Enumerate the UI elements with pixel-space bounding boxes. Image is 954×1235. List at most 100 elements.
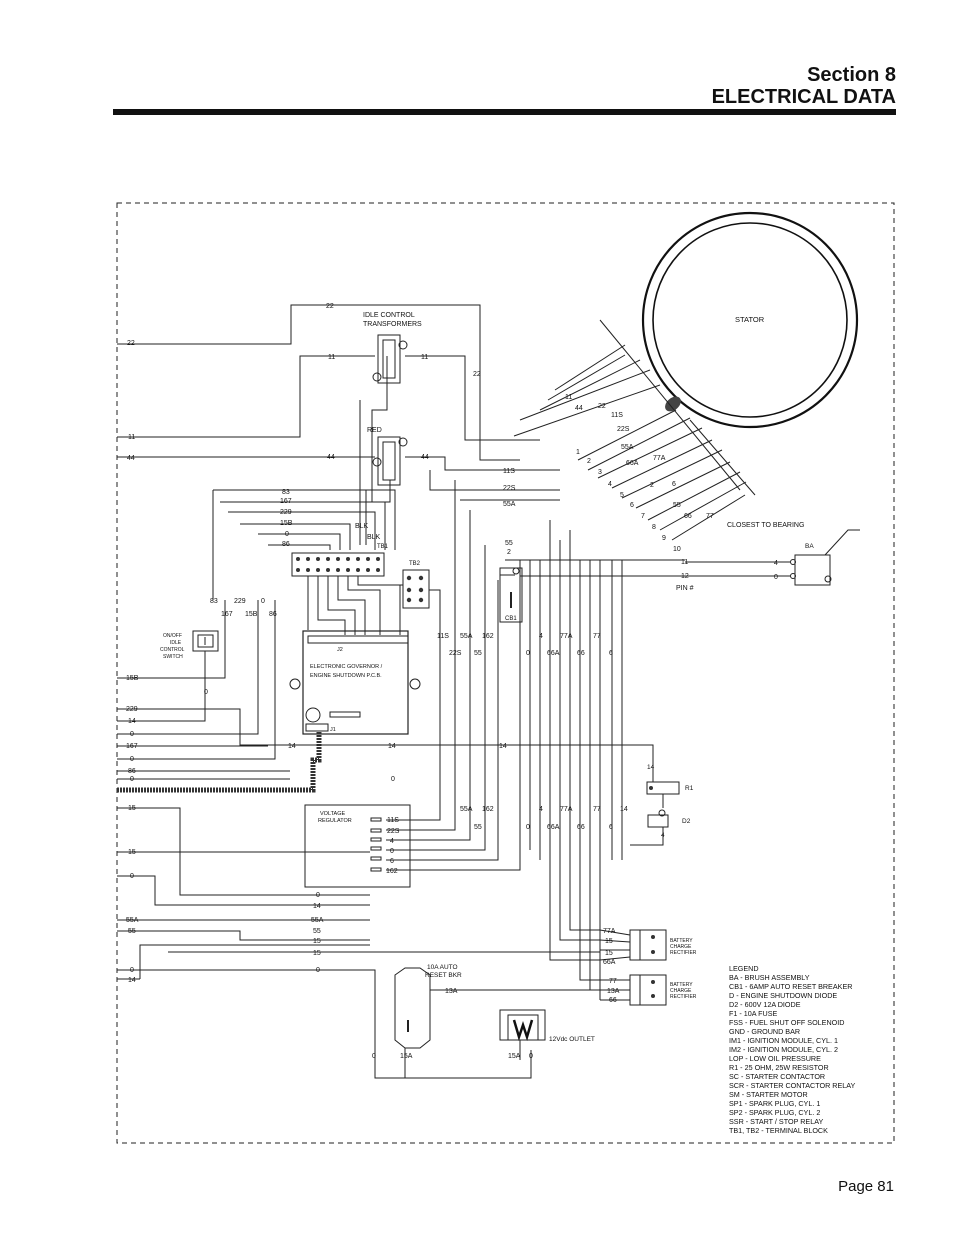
svg-text:IM2 - IGNITION MODULE, CYL. 2: IM2 - IGNITION MODULE, CYL. 2 <box>729 1045 838 1054</box>
svg-text:9: 9 <box>662 535 666 542</box>
svg-text:F1 - 10A FUSE: F1 - 10A FUSE <box>729 1009 778 1018</box>
svg-text:77A: 77A <box>653 455 666 462</box>
svg-text:11S: 11S <box>437 633 449 640</box>
svg-text:11S: 11S <box>611 412 623 419</box>
svg-text:SP2 - SPARK PLUG, CYL. 2: SP2 - SPARK PLUG, CYL. 2 <box>729 1108 820 1117</box>
header-rule <box>113 109 896 115</box>
svg-text:4: 4 <box>390 838 394 845</box>
svg-text:D2 - 600V 12A DIODE: D2 - 600V 12A DIODE <box>729 1000 801 1009</box>
svg-text:BA - BRUSH ASSEMBLY: BA - BRUSH ASSEMBLY <box>729 973 810 982</box>
svg-text:162: 162 <box>386 868 398 875</box>
svg-text:11: 11 <box>328 354 335 361</box>
battery-charge-rectifier-1: BATTERY CHARGE RECTIFIER <box>629 929 697 961</box>
svg-text:83: 83 <box>282 489 290 496</box>
stator: STATOR <box>641 211 859 429</box>
svg-text:J1: J1 <box>330 727 336 733</box>
svg-text:TB1: TB1 <box>377 544 389 550</box>
svg-text:11S: 11S <box>387 817 399 824</box>
svg-text:6: 6 <box>609 824 613 831</box>
svg-text:0: 0 <box>391 776 395 783</box>
rectifier-wires <box>430 929 631 1001</box>
svg-text:11S: 11S <box>503 468 515 475</box>
svg-text:55A: 55A <box>126 917 139 924</box>
svg-text:22: 22 <box>473 371 481 378</box>
svg-text:0: 0 <box>529 1053 533 1060</box>
tb2-terminal-block: TB2 <box>402 561 430 609</box>
svg-text:13A: 13A <box>607 988 620 995</box>
tb1-to-governor-wires <box>307 576 441 800</box>
svg-text:229: 229 <box>280 509 292 516</box>
svg-text:162: 162 <box>482 633 494 640</box>
svg-text:4: 4 <box>608 481 612 488</box>
svg-text:22: 22 <box>598 403 606 410</box>
svg-text:167: 167 <box>221 611 233 618</box>
svg-text:CB1: CB1 <box>505 616 517 622</box>
svg-text:10: 10 <box>673 546 681 553</box>
electronic-governor-pcb: J2 ELECTRONIC GOVERNOR / ENGINE SHUTDOWN… <box>289 630 421 735</box>
svg-text:77A: 77A <box>560 633 573 640</box>
svg-text:0: 0 <box>285 531 289 538</box>
svg-text:55A: 55A <box>503 501 516 508</box>
svg-text:55A: 55A <box>311 917 324 924</box>
svg-text:J2: J2 <box>337 647 343 653</box>
section-header: Section 8 ELECTRICAL DATA <box>712 64 896 108</box>
svg-text:14: 14 <box>288 743 296 750</box>
svg-text:FSS - FUEL SHUT OFF SOLENOID: FSS - FUEL SHUT OFF SOLENOID <box>729 1018 844 1027</box>
svg-text:5: 5 <box>620 492 624 499</box>
svg-text:0: 0 <box>261 598 265 605</box>
svg-text:86: 86 <box>282 541 290 548</box>
svg-text:0: 0 <box>390 848 394 855</box>
svg-text:ENGINE SHUTDOWN P.C.B.: ENGINE SHUTDOWN P.C.B. <box>310 673 382 679</box>
svg-text:ON/OFF: ON/OFF <box>163 633 182 639</box>
svg-text:RECTIFIER: RECTIFIER <box>670 950 697 956</box>
svg-text:83: 83 <box>210 598 218 605</box>
svg-text:14: 14 <box>499 743 507 750</box>
svg-text:CLOSEST TO BEARING: CLOSEST TO BEARING <box>727 522 804 529</box>
svg-text:8: 8 <box>652 524 656 531</box>
wires-top <box>117 304 560 650</box>
svg-text:D - ENGINE SHUTDOWN DIODE: D - ENGINE SHUTDOWN DIODE <box>729 991 837 1000</box>
svg-text:R1 - 25 OHM, 25W RESISTOR: R1 - 25 OHM, 25W RESISTOR <box>729 1063 829 1072</box>
svg-text:0: 0 <box>526 650 530 657</box>
svg-text:SM - STARTER MOTOR: SM - STARTER MOTOR <box>729 1090 808 1099</box>
svg-text:167: 167 <box>280 498 292 505</box>
page-number: Page 81 <box>838 1178 894 1195</box>
battery-charge-rectifier-2: BATTERY CHARGE RECTIFIER <box>629 974 697 1006</box>
svg-text:22S: 22S <box>449 650 462 657</box>
svg-text:10A AUTO: 10A AUTO <box>427 964 458 971</box>
idle-control-transformers: IDLE CONTROL TRANSFORMERS RED BLK BLK <box>355 312 422 541</box>
svg-text:IDLE: IDLE <box>170 640 182 646</box>
svg-text:66A: 66A <box>547 824 560 831</box>
left-wire-labels: 22 11 44 15B 229 14 0 167 0 86 0 15 15 0… <box>126 340 139 984</box>
svg-text:BLK: BLK <box>367 534 381 541</box>
r1-resistor: R1 14 <box>646 764 694 795</box>
svg-text:66: 66 <box>577 824 585 831</box>
svg-text:22S: 22S <box>503 485 516 492</box>
tb1-terminal-block: TB1 <box>291 544 389 577</box>
svg-text:22S: 22S <box>387 828 400 835</box>
svg-text:86: 86 <box>128 768 136 775</box>
svg-text:14: 14 <box>128 718 136 725</box>
svg-text:44: 44 <box>327 454 335 461</box>
svg-text:162: 162 <box>482 806 494 813</box>
stator-lead-fan <box>513 319 756 541</box>
legend-title: LEGEND <box>729 964 759 973</box>
svg-text:BLK: BLK <box>355 523 369 530</box>
section-number: Section 8 <box>807 64 896 86</box>
voltage-regulator: VOLTAGE REGULATOR <box>304 804 411 888</box>
svg-text:0: 0 <box>316 967 320 974</box>
svg-text:14: 14 <box>313 903 321 910</box>
svg-text:77A: 77A <box>560 806 573 813</box>
svg-text:4: 4 <box>661 832 665 839</box>
svg-text:4: 4 <box>539 806 543 813</box>
svg-text:13A: 13A <box>445 988 458 995</box>
svg-text:55: 55 <box>474 650 482 657</box>
svg-text:44: 44 <box>127 455 135 462</box>
svg-text:44: 44 <box>421 454 429 461</box>
on-off-idle-switch: ON/OFF IDLE CONTROL SWITCH <box>160 630 219 660</box>
stator-lead-labels: 11 44 22 11S 22S 55A 66A 77A 2 6 55 66 7… <box>565 394 714 520</box>
svg-text:3: 3 <box>598 469 602 476</box>
svg-text:2: 2 <box>587 458 591 465</box>
svg-text:ELECTRONIC GOVERNOR /: ELECTRONIC GOVERNOR / <box>310 664 383 670</box>
